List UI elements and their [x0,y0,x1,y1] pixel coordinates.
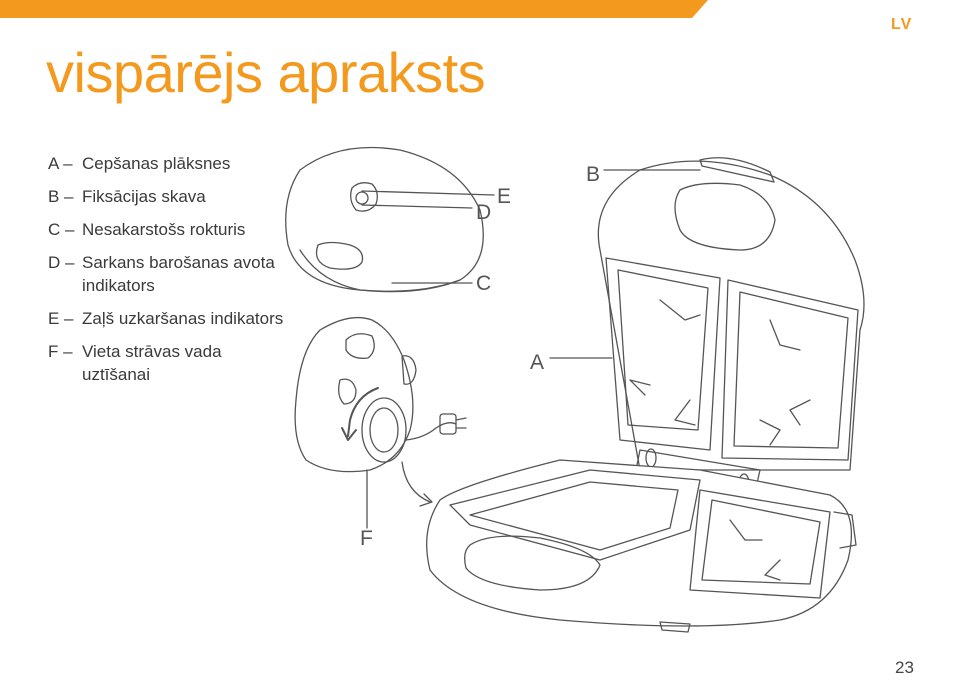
top-accent-bar [0,0,708,18]
closed-appliance-drawing [285,146,484,293]
legend-item-c: C –Nesakarstošs rokturis [48,220,246,239]
callout-d: D [476,201,491,224]
sandwich-maker-illustration: B E D C A F [285,146,865,633]
callout-f: F [360,527,373,550]
legend-item-d: D –Sarkans barošanas avota indikators [48,253,275,295]
leader-e [361,190,495,196]
legend-item-a: A –Cepšanas plāksnes [48,154,231,173]
callout-a: A [530,351,544,374]
leader-d [361,204,473,209]
page-title: vispārējs apraksts [46,41,486,104]
parts-legend: A –Cepšanas plāksnes B –Fiksācijas skava… [48,152,288,396]
callout-e: E [497,185,511,208]
legend-item-f: F –Vieta strāvas vada uztīšanai [48,342,222,384]
callout-b: B [586,163,600,186]
legend-item-e: E –Zaļš uzkaršanas indikators [48,309,284,328]
side-view-drawing [294,316,467,507]
language-code: LV [891,16,913,33]
page-number: 23 [895,658,914,677]
callout-c: C [476,272,491,295]
open-appliance-drawing [426,157,865,633]
legend-item-b: B –Fiksācijas skava [48,187,206,206]
